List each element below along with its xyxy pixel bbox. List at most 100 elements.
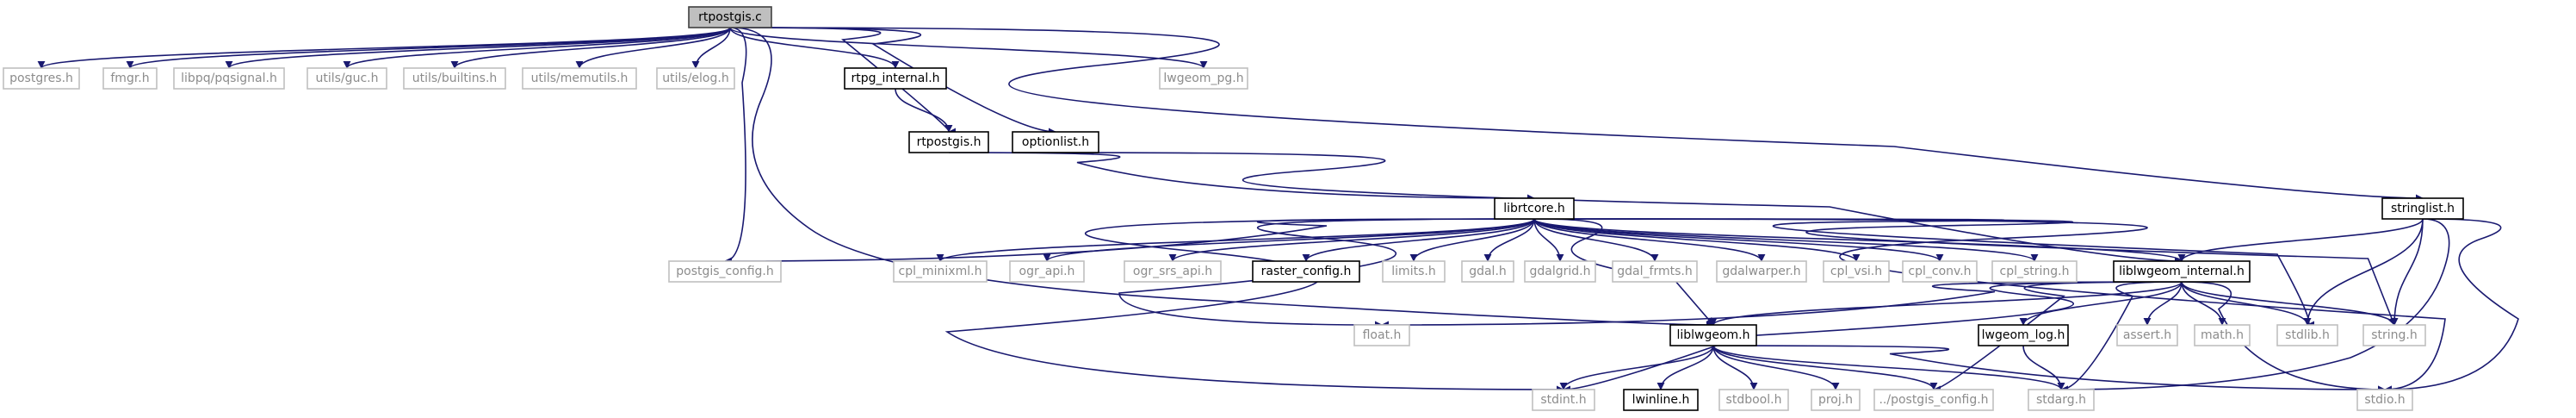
edge-librtcore-h-to-cpl-minixml-h (936, 218, 1535, 262)
node-box (1532, 389, 1595, 411)
edge-liblwgeom-internal-h-to-float-h (1381, 281, 2183, 329)
node-stdlib-h: stdlib.h (2276, 324, 2338, 346)
edge-librtcore-h-to-cpl-conv-h (1533, 218, 1944, 262)
node-math-h: math.h (2194, 324, 2251, 346)
edge-liblwgeom-h-to-postgis-config-rel-h (1712, 345, 1938, 390)
node-box (1991, 260, 2078, 283)
node-box (1978, 324, 2069, 346)
edge-librtcore-h-to-liblwgeom-h (1533, 218, 1714, 326)
edge-liblwgeom-internal-h-to-lwgeom-log-h (2019, 281, 2183, 326)
node-rtpostgis-c[interactable]: rtpostgis.c (688, 6, 772, 28)
node-label: gdal_frmts.h (1617, 265, 1692, 278)
node-label: utils/builtins.h (412, 72, 498, 85)
node-label: ../postgis_config.h (1879, 393, 1988, 407)
node-rtpostgis-h[interactable]: rtpostgis.h (908, 131, 989, 153)
edge-librtcore-h-to-cpl-vsi-h (1533, 218, 1861, 262)
edge-liblwgeom-internal-h-to-string-h (2181, 281, 2399, 326)
node-label: utils/elog.h (662, 72, 728, 85)
node-box (908, 131, 989, 153)
edge-rtpostgis-c-to-fmgr-h (126, 27, 731, 69)
node-box (522, 67, 637, 90)
node-label: assert.h (2123, 328, 2171, 342)
edge-liblwgeom-internal-h-to-stdlib-h (2181, 281, 2312, 326)
node-label: rtpostgis.h (917, 135, 981, 149)
node-label: cpl_string.h (2000, 265, 2070, 278)
node-fmgr-h: fmgr.h (102, 67, 158, 90)
node-box (1612, 260, 1698, 283)
node-box (1353, 324, 1410, 346)
edge-liblwgeom-internal-h-to-stdio-h (2181, 281, 2386, 394)
edge-librtcore-h-to-raster-config-h (1302, 218, 1535, 262)
node-optionlist-h[interactable]: optionlist.h (1012, 131, 1099, 153)
node-box (1716, 260, 1807, 283)
edge-liblwgeom-h-to-stdarg-h (1712, 345, 2065, 390)
node-box (1252, 260, 1360, 283)
edge-liblwgeom-h-to-stdio-h (1712, 345, 2386, 394)
node-box (2113, 260, 2251, 283)
node-label: gdal.h (1469, 265, 1507, 278)
node-box (2028, 389, 2095, 411)
node-label: utils/guc.h (316, 72, 379, 85)
node-label: stdbool.h (1726, 393, 1782, 407)
node-label: postgis_config.h (676, 265, 773, 278)
node-box (1382, 260, 1446, 283)
edge-optionlist-h-to-liblwgeom-internal-h (1055, 152, 2183, 265)
edge-rtpostgis-c-to-stringlist-h (729, 27, 2424, 203)
node-cpl-string-h: cpl_string.h (1991, 260, 2078, 283)
node-box (1494, 197, 1575, 220)
node-box (893, 260, 988, 283)
node-label: stdio.h (2364, 393, 2405, 407)
edge-liblwgeom-internal-h-to-assert-h (2143, 281, 2183, 326)
node-cpl-vsi-h: cpl_vsi.h (1823, 260, 1890, 283)
node-box (1718, 389, 1789, 411)
edge-rtpostgis-c-to-lwgeom-pg-h (729, 27, 1208, 69)
node-lwinline-h[interactable]: lwinline.h (1623, 389, 1699, 411)
node-cpl-conv-h: cpl_conv.h (1902, 260, 1978, 283)
node-label: stdarg.h (2036, 393, 2086, 407)
node-label: limits.h (1391, 265, 1435, 278)
node-box (1159, 67, 1248, 90)
node-box (2362, 324, 2426, 346)
node-label: postgres.h (9, 72, 73, 85)
node-liblwgeom-internal-h[interactable]: liblwgeom_internal.h (2113, 260, 2251, 283)
node-elog-h: utils/elog.h (656, 67, 735, 90)
node-stdint-h: stdint.h (1532, 389, 1595, 411)
node-stdbool-h: stdbool.h (1718, 389, 1789, 411)
node-rtpg-internal-h[interactable]: rtpg_internal.h (844, 67, 947, 90)
edge-liblwgeom-h-to-stdint-h (1559, 345, 1714, 390)
edge-rtpostgis-c-to-rtpg-internal-h (729, 27, 900, 69)
node-raster-config-h[interactable]: raster_config.h (1252, 260, 1360, 283)
node-label: libpq/pqsignal.h (181, 72, 277, 85)
edge-stringlist-h-to-liblwgeom-internal-h (2177, 218, 2424, 262)
node-box (2356, 389, 2413, 411)
node-label: cpl_minixml.h (899, 265, 982, 278)
node-box (668, 260, 782, 283)
node-label: ogr_api.h (1019, 265, 1075, 278)
edge-librtcore-h-to-ogr-srs-api-h (1168, 218, 1535, 262)
edge-stringlist-h-to-stdio-h (2384, 218, 2519, 394)
node-cpl-minixml-h: cpl_minixml.h (893, 260, 988, 283)
edge-liblwgeom-h-to-stdbool-h (1712, 345, 1758, 390)
node-ogr-api-h: ogr_api.h (1009, 260, 1085, 283)
node-liblwgeom-h[interactable]: liblwgeom.h (1669, 324, 1757, 346)
node-lwgeom-log-h[interactable]: lwgeom_log.h (1978, 324, 2069, 346)
node-gdalwarper-h: gdalwarper.h (1716, 260, 1807, 283)
node-stringlist-h[interactable]: stringlist.h (2381, 197, 2464, 220)
node-box (688, 6, 772, 28)
edge-stringlist-h-to-stdlib-h (2303, 218, 2424, 326)
node-box (1012, 131, 1099, 153)
edge-rtpostgis-c-to-memutils-h (575, 27, 731, 69)
edge-librtcore-h-to-stdint-h (944, 218, 1564, 394)
node-librtcore-h[interactable]: librtcore.h (1494, 197, 1575, 220)
edge-rtpostgis-c-to-postgres-h (37, 27, 731, 69)
node-label: float.h (1363, 328, 1402, 342)
node-box (2381, 197, 2464, 220)
node-box (3, 67, 80, 90)
node-float-h: float.h (1353, 324, 1410, 346)
node-label: math.h (2201, 328, 2244, 342)
node-proj-h: proj.h (1811, 389, 1861, 411)
node-label: cpl_conv.h (1908, 265, 1971, 278)
node-postgis-config-h: postgis_config.h (668, 260, 782, 283)
edge-rtpg-internal-h-to-rtpostgis-h (895, 88, 953, 133)
